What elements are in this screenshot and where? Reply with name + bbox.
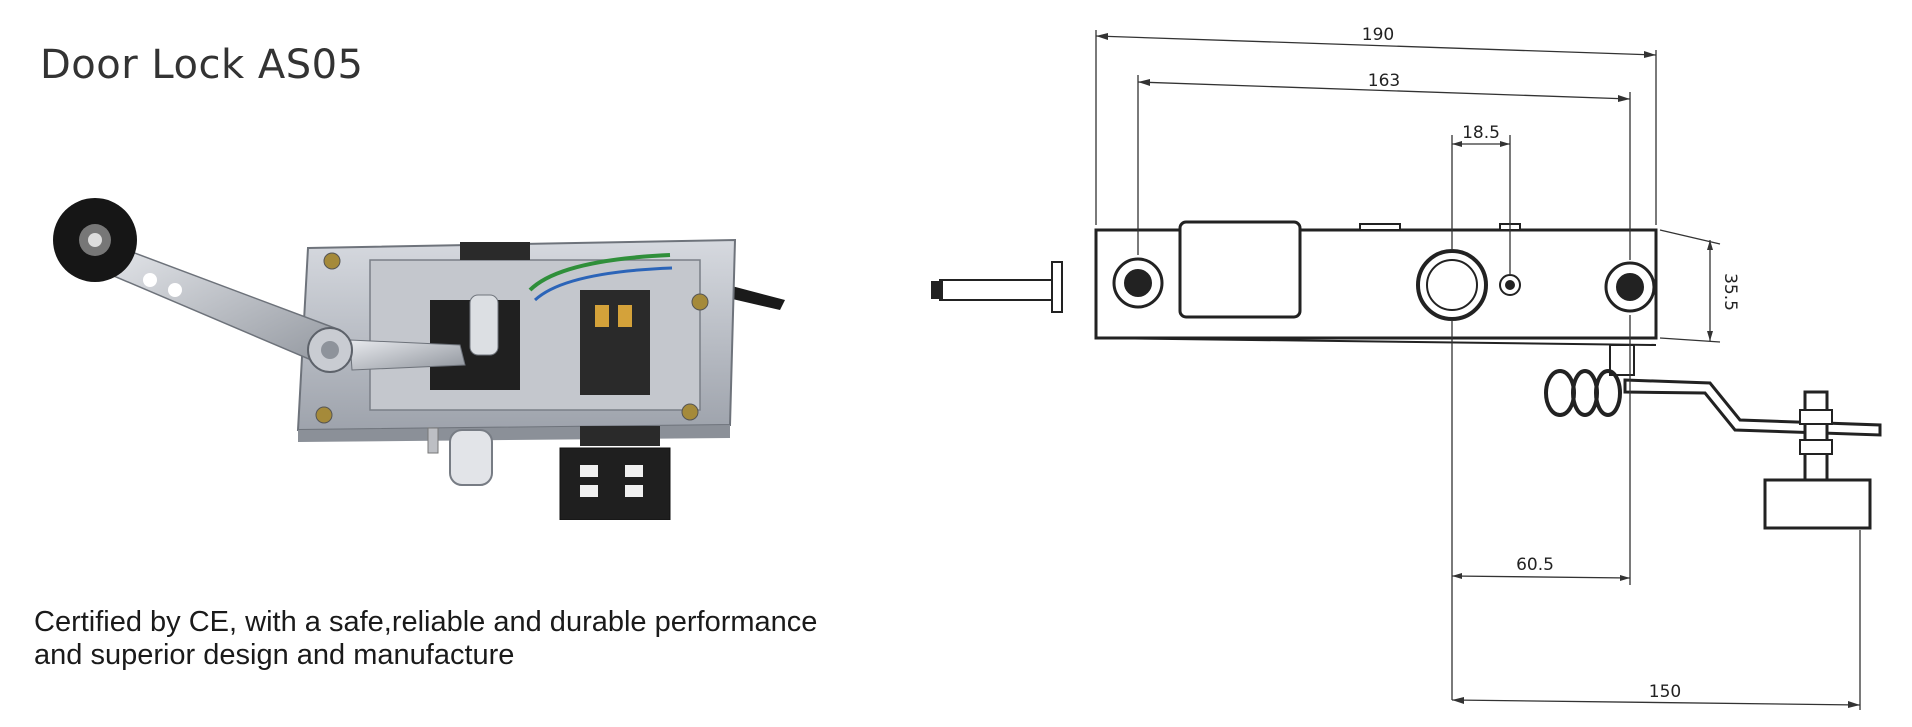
dim-height: 35.5 xyxy=(1720,273,1740,311)
description-line: Certified by CE, with a safe,reliable an… xyxy=(34,606,818,638)
product-description: Certified by CE, with a safe,reliable an… xyxy=(34,606,894,672)
screw xyxy=(315,406,333,424)
dim-center-offset: 18.5 xyxy=(1462,123,1500,143)
dim-overall-length: 190 xyxy=(1362,25,1394,45)
roller xyxy=(1544,369,1576,417)
technical-drawing: 190 163 18.5 35.5 60.5 150 xyxy=(931,25,1882,710)
dim-roller-reach: 150 xyxy=(1649,682,1681,702)
screw xyxy=(681,403,699,421)
strike-plate xyxy=(559,447,671,520)
right-screw xyxy=(1604,261,1656,313)
door-lock-photo xyxy=(53,198,785,520)
left-screw xyxy=(1112,257,1164,309)
screw xyxy=(691,293,709,311)
knob xyxy=(449,429,493,486)
dim-hole-spacing: 163 xyxy=(1368,71,1400,91)
spindle-rod xyxy=(939,279,1061,301)
description-line: and superior design and manufacture xyxy=(34,639,515,671)
screw xyxy=(323,252,341,270)
product-title: Door Lock AS05 xyxy=(40,42,364,88)
dim-roller-offset: 60.5 xyxy=(1516,555,1554,575)
counterweight xyxy=(1763,478,1872,530)
cover-plate xyxy=(1178,220,1302,319)
bent-arm xyxy=(1623,378,1882,437)
cylinder-ring xyxy=(1416,249,1488,321)
